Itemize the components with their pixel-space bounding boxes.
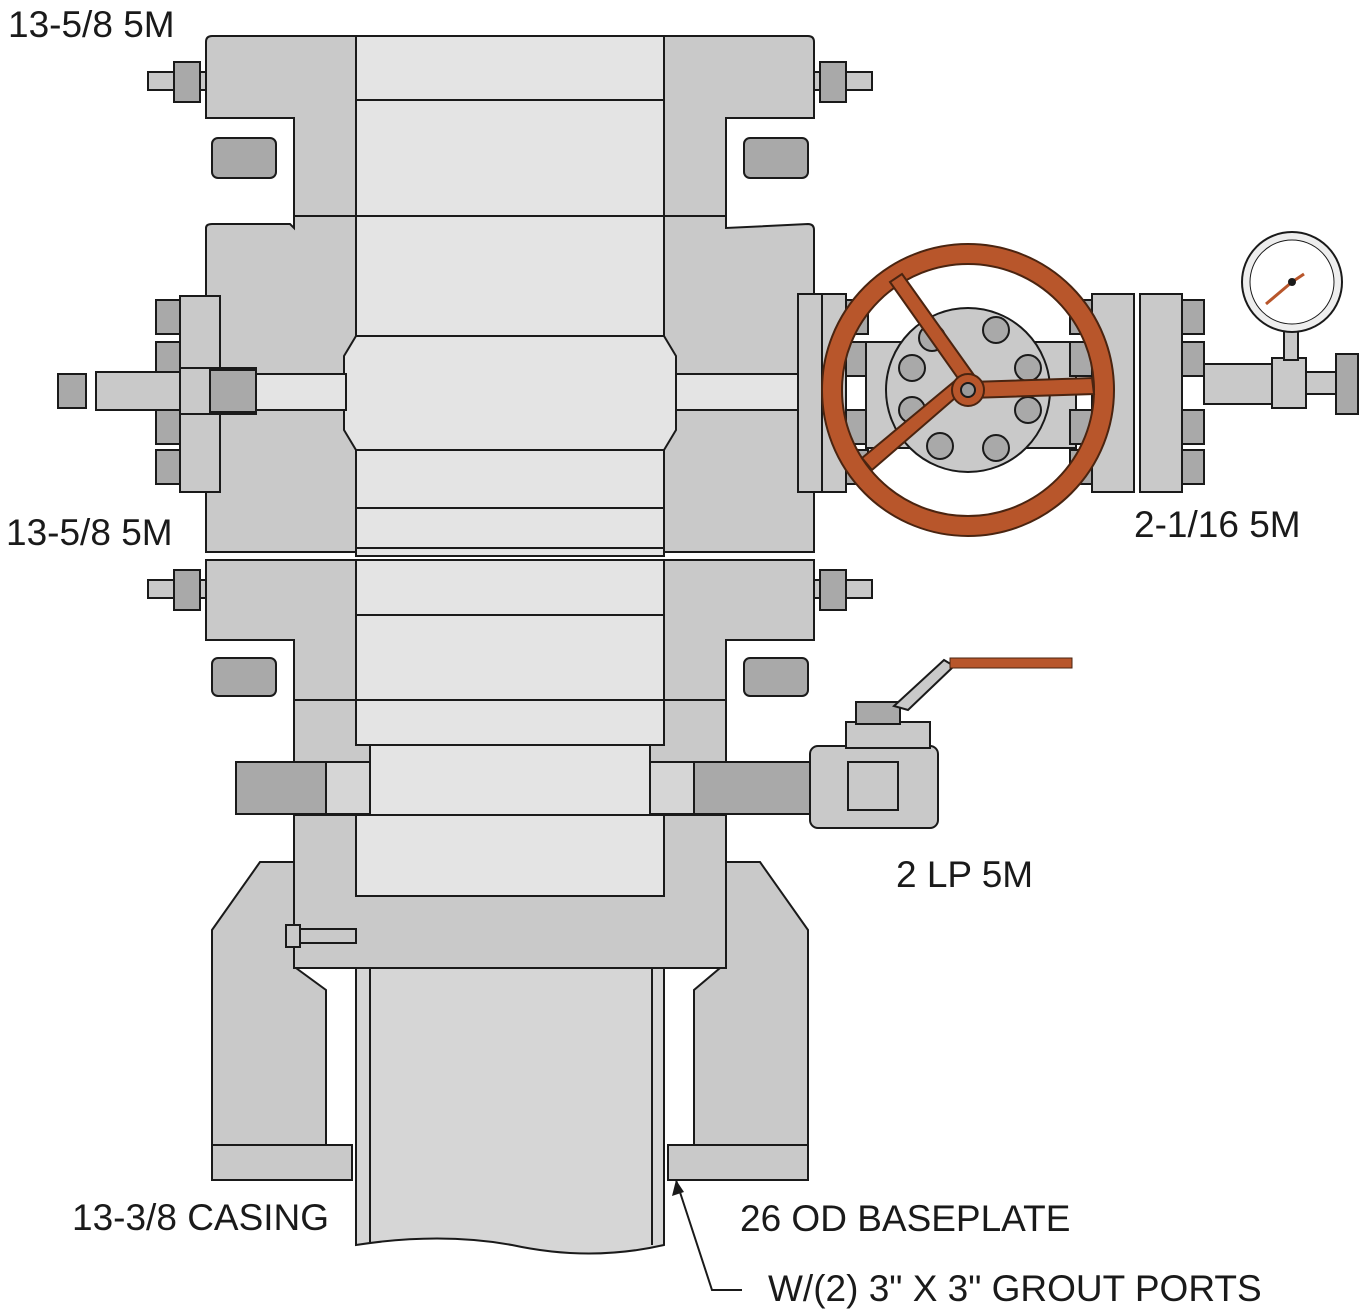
handwheel-icon — [821, 243, 1115, 537]
spool-body — [205, 215, 815, 557]
grout-leader — [672, 1179, 742, 1291]
label-mid-flange: 13-5/8 5M — [6, 512, 173, 553]
label-baseplate: 26 OD BASEPLATE — [740, 1198, 1070, 1239]
casing-head-lower — [285, 814, 727, 969]
lever-handle-icon — [892, 657, 1073, 712]
label-top-flange: 13-5/8 5M — [8, 4, 175, 45]
left-side-outlet — [57, 295, 257, 493]
label-side-valve: 2-1/16 5M — [1134, 504, 1301, 545]
baseplate — [211, 861, 809, 1181]
label-grout-ports: W/(2) 3" X 3" GROUT PORTS — [768, 1268, 1262, 1309]
top-flange — [147, 35, 873, 217]
label-ball-valve: 2 LP 5M — [896, 854, 1033, 895]
label-casing: 13-3/8 CASING — [72, 1197, 329, 1238]
pressure-gauge-icon — [1203, 231, 1359, 415]
ball-valve — [809, 701, 939, 829]
casing-head-mid — [235, 699, 813, 816]
lower-flange — [147, 559, 873, 701]
